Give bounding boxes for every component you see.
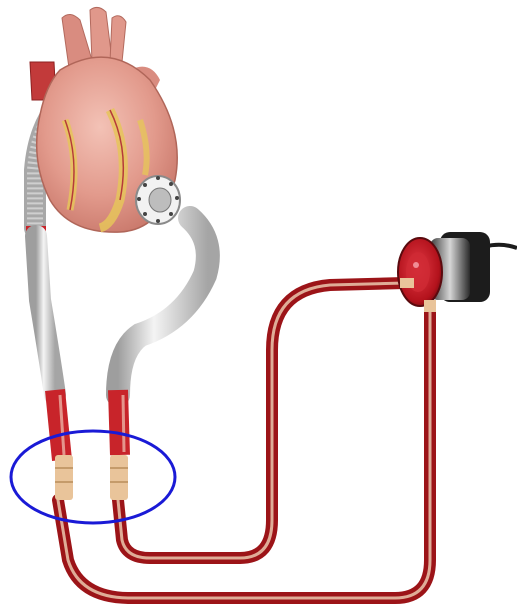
connector-highlight-ellipse (11, 431, 175, 523)
right-cannula (110, 218, 208, 500)
external-pump (398, 232, 517, 312)
apical-sewing-ring (136, 176, 180, 224)
